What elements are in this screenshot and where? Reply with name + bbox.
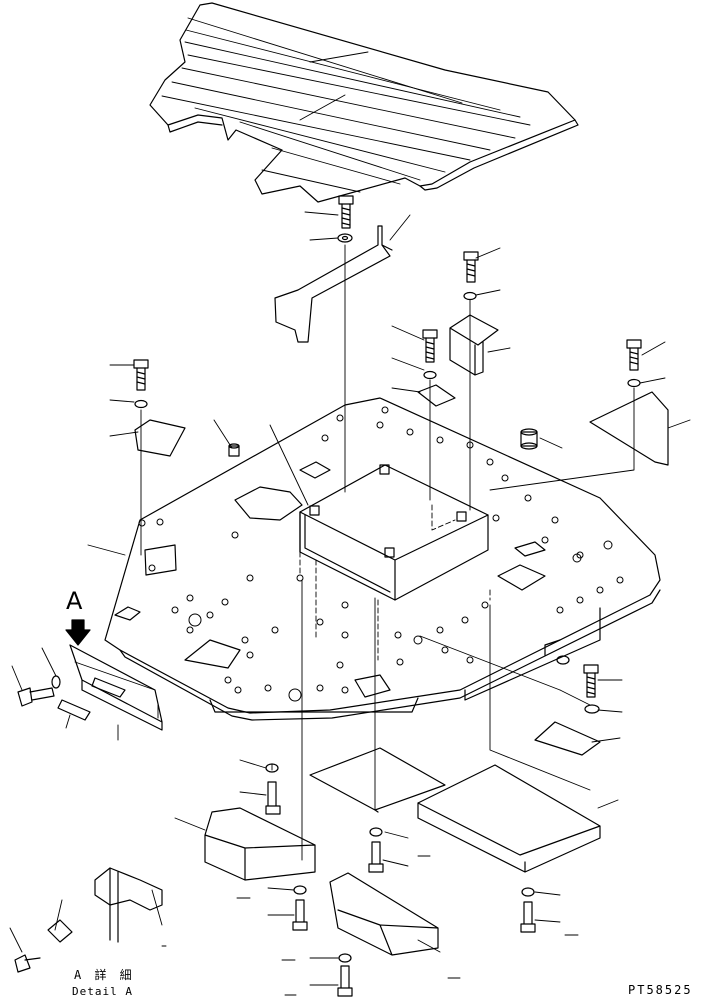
bolt-left-lower [17,675,61,707]
detail-label-en: Detail A [72,985,133,998]
cover-bracket-upper [274,225,391,343]
bracket-upper-right [449,314,499,376]
plate-lower-right [534,655,601,756]
leader-lines [9,51,691,986]
plug-right [520,428,538,450]
cover-block-left [204,807,316,881]
bracket-right [589,391,669,466]
plate-bottom-right [417,764,601,873]
plug-left [228,443,240,457]
bolt-left [133,359,186,457]
arrow-down-icon [65,619,91,646]
drawing-number: PT58525 [628,983,693,997]
floor-frame [104,397,661,721]
bolt-bottom-3 [292,885,308,931]
bolt-upper-center [337,195,354,243]
dashed-guide-lines [299,504,491,661]
bolt-right [626,339,642,388]
bolt-bottom-2 [368,827,384,873]
bolt-bottom-1 [265,763,281,815]
floor-mat [149,2,579,203]
detail-a-bracket [14,867,163,973]
cover-block-bottom [329,872,439,956]
bolt-bottom-5 [337,953,353,997]
bolt-bottom-4 [520,887,536,933]
bolt-upper-right [463,251,479,301]
guide-lines [74,244,635,861]
plate-bottom-center [309,747,446,813]
cover-plate-left [69,644,163,731]
view-label-a: A [66,587,83,615]
detail-label-jp: A 詳 細 [74,968,135,982]
dimension-dashes [161,855,579,996]
